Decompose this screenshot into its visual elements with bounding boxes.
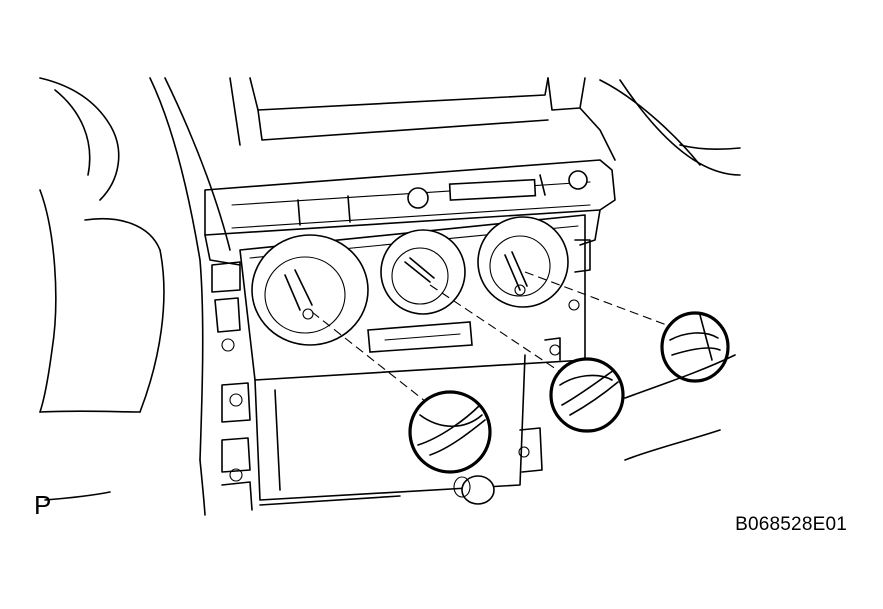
heater-control-panel xyxy=(204,159,616,381)
steering-wheel-outline xyxy=(39,77,165,501)
mounting-clips xyxy=(211,239,591,352)
corner-mark-label: P xyxy=(34,490,52,520)
knob-socket-center xyxy=(380,229,466,315)
figure-code-label: B068528E01 xyxy=(735,514,847,535)
lower-console xyxy=(221,337,561,511)
knob-socket-left xyxy=(251,234,369,346)
alignment-guides xyxy=(311,271,681,406)
upper-console-housing xyxy=(229,77,741,176)
knob-socket-right xyxy=(477,216,569,308)
right-panel-lines xyxy=(624,354,736,461)
dash-left-panel xyxy=(149,77,231,516)
knob-removed-left xyxy=(408,390,492,474)
knob-removed-right xyxy=(660,311,730,383)
panel-indicator-slot xyxy=(367,321,473,353)
knob-removed-center xyxy=(549,357,625,433)
